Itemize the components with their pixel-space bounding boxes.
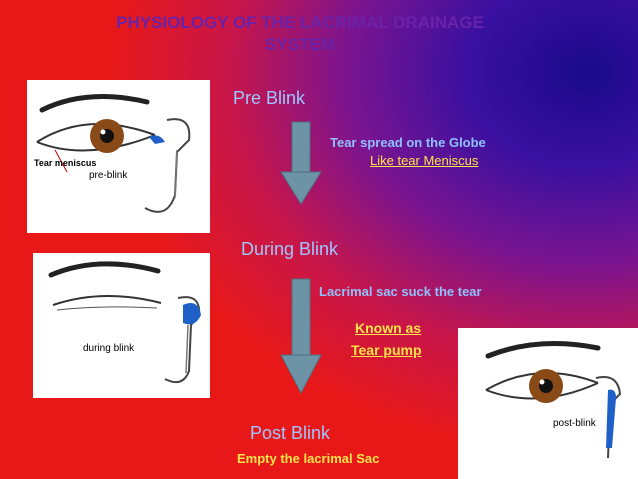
pre-blink-eye-drawing [36,94,191,213]
during-blink-eye-drawing [48,261,201,384]
pre-blink-note: Tear spread on the Globe [330,135,486,150]
during-blink-note: Lacrimal sac suck the tear [319,284,482,299]
arrow-down-icon [280,278,322,395]
pre-blink-caption: pre-blink [89,170,128,181]
tear-pump-label: Tear pump [351,342,422,358]
known-as-label: Known as [355,320,422,336]
pre-blink-subnote: Like tear Meniscus [370,153,479,168]
post-blink-note: Empty the lacrimal Sac [237,451,380,466]
tear-meniscus-callout: Tear meniscus [34,158,97,168]
arrow-down-icon [280,121,322,205]
during-blink-heading: During Blink [241,239,339,259]
title-line-2: SYSTEM [265,35,335,54]
during-blink-illustration: during blink [33,253,210,398]
during-blink-caption: during blink [83,343,135,354]
post-blink-caption: post-blink [553,418,596,429]
pre-blink-illustration: pre-blink [27,80,210,233]
slide-title: PHYSIOLOGY OF THE LACRIMAL DRAINAGE SYST… [40,12,560,56]
pre-blink-heading: Pre Blink [233,88,306,108]
post-blink-illustration: post-blink [458,328,638,479]
title-line-1: PHYSIOLOGY OF THE LACRIMAL DRAINAGE [116,13,484,32]
post-blink-eye-drawing [485,341,622,459]
post-blink-heading: Post Blink [250,423,331,443]
